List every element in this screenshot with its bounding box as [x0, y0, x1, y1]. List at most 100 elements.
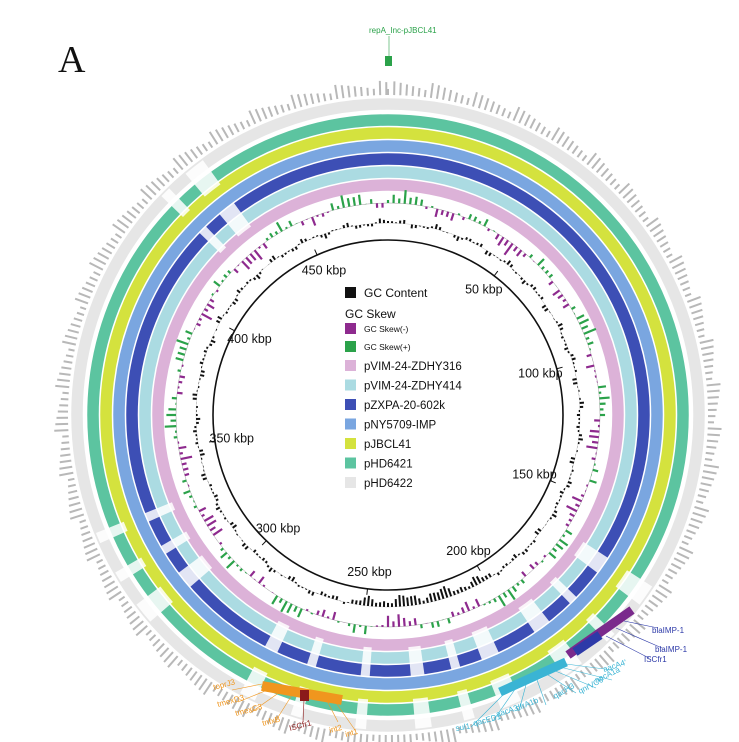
gene-qnrVC6: qnrVC6 — [577, 675, 606, 696]
gc-bar — [223, 517, 227, 520]
gene-tick — [93, 256, 107, 266]
gene-tick — [545, 130, 551, 138]
gene-tick — [703, 358, 714, 363]
gene-int2: int2 — [328, 723, 343, 735]
gene-tick — [469, 723, 475, 734]
kbp-label: 250 kbp — [347, 565, 392, 579]
skew-bar — [436, 620, 440, 628]
skew-bar — [587, 341, 594, 346]
skew-bar — [226, 560, 235, 569]
ring-gap-3 — [549, 576, 578, 605]
gene-tick — [340, 85, 345, 99]
kbp-tick — [314, 249, 318, 256]
ring-gap-9 — [306, 636, 324, 668]
legend-swatch-pVIM-24-ZDHY414 — [345, 379, 356, 391]
gc-bar — [564, 343, 567, 346]
gene-tick — [673, 557, 686, 565]
gene-tick — [150, 181, 161, 192]
gene-tick — [316, 93, 321, 103]
gene-tick — [328, 729, 332, 737]
gene-tick — [67, 477, 75, 482]
gene-tick — [97, 564, 106, 570]
gene-tick — [516, 707, 523, 718]
gene-tick — [145, 629, 152, 636]
skew-bar — [580, 493, 585, 498]
skew-bar — [206, 303, 215, 310]
gc-bar — [578, 438, 583, 441]
skew-bar — [413, 618, 417, 626]
gc-bar — [465, 236, 468, 241]
gene-tick — [63, 360, 73, 364]
gene-tick — [148, 634, 157, 642]
gc-bar — [264, 560, 268, 564]
kbp-label: 200 kbp — [446, 544, 491, 558]
gc-bar — [520, 277, 524, 281]
ring-gap-0 — [218, 202, 252, 237]
gene-tick — [409, 734, 412, 742]
gc-bar — [560, 335, 564, 339]
gc-bar — [549, 517, 553, 520]
gene-tick — [561, 136, 570, 148]
gene-tick — [214, 129, 224, 142]
gene-tick — [353, 733, 357, 742]
gc-bar — [460, 237, 464, 241]
gc-bar — [541, 304, 547, 309]
gene-tick — [504, 712, 510, 721]
outer-gene-ticks — [54, 80, 722, 742]
gc-bar — [479, 243, 483, 248]
gc-bar — [475, 575, 482, 584]
gene-tick — [704, 457, 713, 461]
skew-bar — [316, 610, 320, 616]
gc-bar — [199, 374, 205, 377]
gc-baseline — [195, 222, 581, 608]
skew-bar — [534, 561, 539, 566]
ring-gap-1 — [161, 188, 191, 218]
gc-bar — [512, 269, 515, 271]
skew-bar — [211, 293, 214, 296]
gc-bar — [271, 255, 276, 261]
gene-tick — [661, 578, 669, 585]
gc-bar — [354, 225, 358, 229]
gene-tick — [664, 573, 674, 580]
gene-tick — [613, 183, 621, 190]
gene-tick — [694, 505, 710, 513]
gene-tick — [68, 348, 75, 352]
gene-tick — [518, 110, 526, 124]
gene-tick — [267, 106, 274, 118]
skew-bar — [300, 220, 305, 226]
skew-bar — [431, 622, 435, 628]
ring-gap-12 — [160, 531, 191, 555]
skew-bar — [321, 609, 326, 617]
skew-bar — [494, 233, 500, 240]
gc-bar — [234, 298, 239, 302]
gene-tick — [195, 146, 203, 156]
skew-bar — [565, 529, 573, 536]
skew-bar — [235, 564, 239, 568]
gene-tick — [694, 321, 704, 327]
ring-pVIM-24-ZDHY316 — [152, 179, 624, 651]
gene-tick — [705, 371, 713, 375]
skew-bar — [227, 270, 232, 274]
gene-tick — [698, 334, 705, 339]
skew-bar — [293, 605, 298, 613]
skew-bar — [215, 289, 219, 293]
gc-bar — [572, 378, 577, 381]
skew-bar — [220, 547, 224, 552]
gc-bar — [468, 238, 472, 242]
skew-bar — [227, 556, 232, 560]
gene-tick — [110, 237, 119, 244]
gene-tick — [554, 687, 562, 698]
gc-bar — [530, 542, 533, 546]
gene-tick — [329, 93, 333, 101]
skew-bar — [182, 479, 187, 483]
gc-bar — [236, 294, 239, 297]
skew-bar — [557, 294, 564, 300]
gc-bar — [537, 527, 542, 532]
skew-bar — [265, 237, 269, 241]
gc-bar — [219, 510, 223, 513]
gene-tick — [463, 725, 468, 734]
gc-bar — [559, 327, 564, 331]
gene-tick — [78, 292, 91, 299]
gene-tick — [612, 641, 620, 649]
gc-bar — [453, 234, 456, 238]
